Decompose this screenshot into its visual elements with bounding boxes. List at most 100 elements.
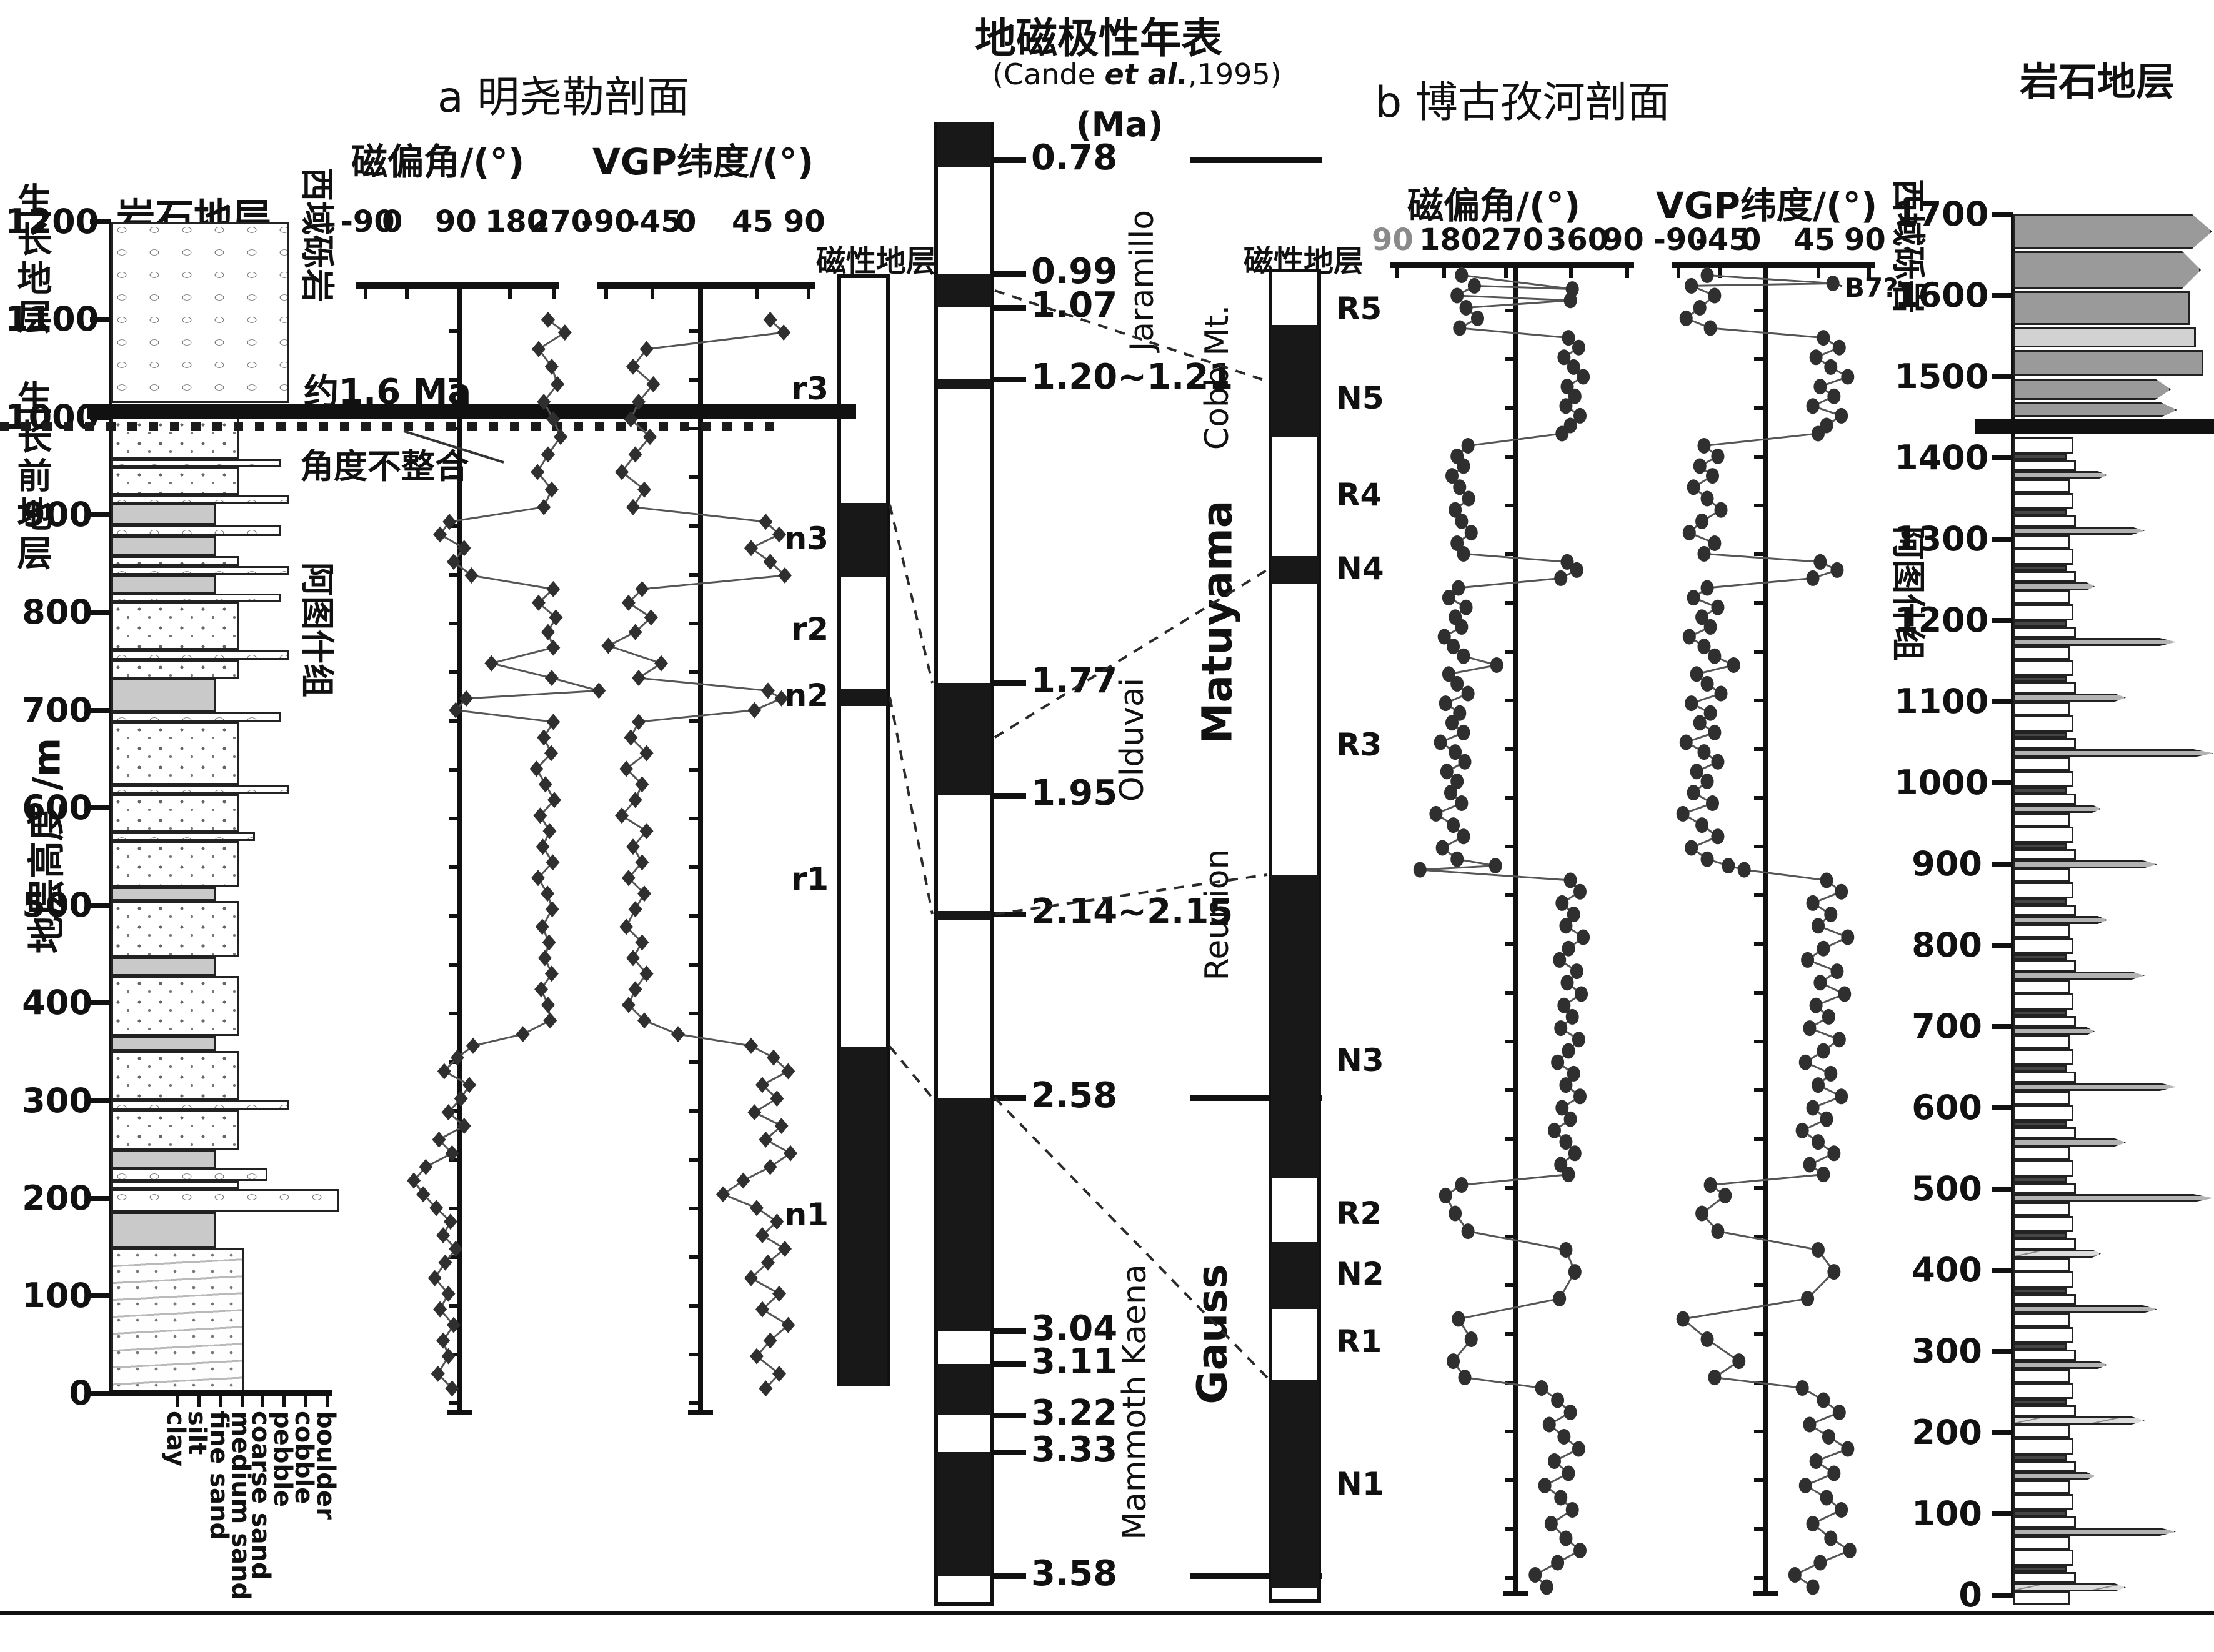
panel-b-vgp-depthtick-1508 <box>1754 942 1765 946</box>
a-declination-series-point-68 <box>446 1316 461 1333</box>
left-scale-ticklabel-2: 1000 <box>5 397 99 437</box>
panel-a-vgp-depthtick-2087 <box>689 1304 701 1308</box>
panel-b-decl-axis-bar <box>1390 262 1634 268</box>
panel-b-zone-label-N3: N3 <box>1336 1042 1384 1078</box>
left-litho-bed-3 <box>111 467 239 495</box>
panel-b-vgp-centerline <box>1763 265 1768 1593</box>
b-declination-series-point-91 <box>1439 1187 1452 1203</box>
a-declination-series-point-6 <box>546 411 561 428</box>
panel-b-decl-depthtick-962 <box>1505 601 1516 605</box>
right-bed-d-5 <box>2013 732 2067 738</box>
a-declination-series-point-2 <box>531 341 546 357</box>
b-vgp-series-point-0 <box>1700 267 1714 283</box>
panel-b-vgp-centerline-foot <box>1753 1591 1778 1596</box>
panel-b-vgp-depthtick-2054 <box>1754 1283 1765 1287</box>
b-declination-series-point-27 <box>1464 525 1478 541</box>
a-vgp-series-point-51 <box>755 1077 769 1093</box>
left-litho-bed-35 <box>111 1248 244 1393</box>
panel-a-vgp-depthtick-1385 <box>689 865 701 869</box>
a-vgp-series-point-41 <box>635 934 649 951</box>
panel-a-decl-depthtick-1229 <box>449 768 460 772</box>
right-bed-w2-8 <box>2013 905 2076 916</box>
right-scale-tick-6 <box>1992 699 2013 704</box>
b-declination-series-point-102 <box>1551 1392 1565 1408</box>
b-vgp-series-point-5 <box>1679 310 1693 326</box>
right-scale-tick-10 <box>1992 1024 2013 1029</box>
right-scale-ticklabel-16: 100 <box>1912 1494 1982 1533</box>
right-bed-w3-16 <box>2013 1369 2070 1383</box>
b-declination-series-point-61 <box>1488 858 1502 874</box>
b-declination-series-point-64 <box>1573 883 1587 900</box>
panel-a-vgp-depthtick-995 <box>689 622 701 625</box>
left-litho-bed-28 <box>111 1100 289 1110</box>
right-scale-ticklabel-13: 400 <box>1912 1250 1982 1290</box>
panel-a-vgp-depthtick-1307 <box>689 817 701 820</box>
b-declination-series-point-7 <box>1453 320 1467 336</box>
right-bed-spike-9 <box>2013 972 2145 980</box>
right-bed-spike-12 <box>2013 1138 2126 1147</box>
panel-a-title: a 明尧勒剖面 <box>437 73 690 122</box>
b-declination-series-point-75 <box>1565 1008 1579 1025</box>
b-vgp-series-point-48 <box>1679 734 1693 750</box>
left-litho-bed-33 <box>111 1189 339 1212</box>
right-bed-d-2 <box>2013 565 2067 571</box>
right-scale-tick-16 <box>1992 1511 2013 1516</box>
b-declination-series-point-57 <box>1447 817 1460 833</box>
b-declination-series-point-47 <box>1445 715 1459 731</box>
a-declination-series-point-45 <box>541 997 555 1013</box>
left-litho-bed-10 <box>111 575 216 594</box>
right-bed-d-20 <box>2013 1566 2067 1572</box>
b-declination-series-point-81 <box>1559 1077 1573 1093</box>
a-declination-series-point-18 <box>531 594 546 611</box>
right-bed-w-20 <box>2013 1550 2073 1566</box>
left-litho-bed-27 <box>111 1051 239 1100</box>
panel-a-zone-label-r2: r2 <box>791 611 829 647</box>
right-bed-w-16 <box>2013 1327 2073 1343</box>
b-vgp-series-point-8 <box>1832 339 1846 356</box>
panel-a-decl-centerline <box>457 286 462 1413</box>
panel-b-decl-depthtick-2366 <box>1505 1478 1516 1482</box>
left-litho-bed-29 <box>111 1110 239 1150</box>
b-vgp-series-point-62 <box>1820 872 1833 888</box>
a-declination-series-point-70 <box>441 1348 456 1365</box>
right-bed-spike-15 <box>2013 1305 2157 1313</box>
right-bed-w3-13 <box>2013 1202 2070 1216</box>
panel-a-decl-depthtick-1541 <box>449 963 460 967</box>
right-bed-w3-5 <box>2013 757 2070 771</box>
correlation-dashed-line-6 <box>994 1097 1269 1379</box>
b-declination-series-point-55 <box>1455 795 1469 811</box>
a-declination-series-point-4 <box>551 376 565 392</box>
b-declination-series-point-103 <box>1563 1405 1577 1420</box>
panel-a-zone-label-n1: n1 <box>784 1197 829 1233</box>
a-vgp-series-point-47 <box>671 1026 685 1043</box>
right-bed-w-2 <box>2013 549 2073 565</box>
left-scale-ticklabel-5: 700 <box>22 690 92 730</box>
b-vgp-series-point-84 <box>1795 1122 1809 1138</box>
b-vgp-series-point-111 <box>1806 1516 1820 1532</box>
left-scale-tick-4 <box>90 610 111 615</box>
panel-b-decl-depthtick-728 <box>1505 455 1516 459</box>
right-bed-w3-20 <box>2013 1591 2070 1605</box>
panel-b-vgp-ticklabel-0: -90 <box>1653 222 1708 257</box>
a-vgp-series-point-43 <box>639 965 654 982</box>
panel-a-decl-depthtick-1853 <box>449 1158 460 1162</box>
b-declination-series-point-115 <box>1551 1555 1565 1571</box>
b-declination-series-point-3 <box>1450 287 1464 304</box>
right-bed-d-4 <box>2013 676 2067 682</box>
gpts-age-label-5: 1.95 <box>1031 773 1118 814</box>
b7-annotation: B7? <box>1845 272 1898 303</box>
right-bed-d-9 <box>2013 954 2067 960</box>
right-bed-w3-14 <box>2013 1258 2070 1271</box>
right-scale-tick-3 <box>1992 455 2013 460</box>
gpts-age-label-3: 1.20~1.21 <box>1031 357 1234 397</box>
b-declination-series-point-37 <box>1455 619 1469 635</box>
a-declination-series-point-69 <box>436 1332 451 1349</box>
b-declination-series-point-43 <box>1450 675 1464 692</box>
b-declination-series-point-76 <box>1554 1020 1568 1037</box>
panel-b-decl-axis-title: 磁偏角/(°) <box>1407 184 1581 227</box>
a-vgp-series-point-8 <box>628 446 642 463</box>
gpts-age-tick-6 <box>994 912 1026 917</box>
panel-a-vgp-ticklabel-2: 0 <box>676 204 697 239</box>
a-declination-series-point-8 <box>541 446 555 463</box>
a-declination-series-point-48 <box>466 1037 480 1054</box>
